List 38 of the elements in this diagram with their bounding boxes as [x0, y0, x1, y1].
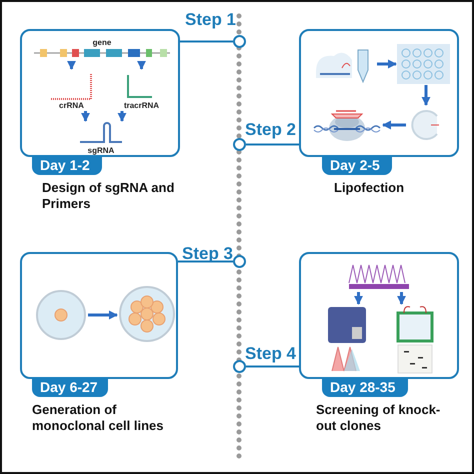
step-description: Screening of knock-out clones [316, 402, 442, 434]
step-description: Generation of monoclonal cell lines [32, 402, 164, 434]
step-panel [20, 252, 178, 379]
step-description: Design of sgRNA and Primers [42, 180, 176, 212]
picture-label: gene [92, 38, 112, 46]
day-range-tab: Day 28-35 [322, 377, 408, 397]
connector-line [246, 366, 299, 368]
day-range-tab: Day 1-2 [32, 155, 102, 175]
picture-label: tracrRNA [124, 100, 160, 110]
step-label: Step 2 [245, 120, 296, 140]
day-range-tab: Day 6-27 [32, 377, 108, 397]
step-label: Step 3 [182, 244, 234, 264]
arrow [81, 111, 90, 122]
arrow [377, 60, 397, 68]
timeline-marker [233, 35, 246, 48]
arrow [422, 85, 430, 106]
step-label: Step 1 [185, 10, 236, 30]
arrow [137, 60, 146, 70]
timeline-marker [233, 138, 246, 151]
arrow [397, 292, 406, 305]
arrow [67, 60, 76, 70]
connector-line [178, 260, 233, 262]
connector-line [180, 40, 233, 42]
arrow [118, 111, 126, 122]
picture-label: sgRNA [88, 146, 114, 154]
timeline-marker [233, 255, 246, 268]
step-panel [20, 29, 180, 157]
arrow [382, 120, 406, 130]
timeline-marker [233, 360, 246, 373]
day-range-tab: Day 2-5 [322, 155, 392, 175]
arrow [88, 310, 118, 320]
picture-label: crRNA [59, 100, 84, 110]
arrow [354, 292, 363, 305]
step-label: Step 4 [245, 344, 296, 364]
connector-line [246, 144, 299, 146]
step-description: Lipofection [334, 180, 406, 196]
step-panel [299, 252, 459, 379]
step-panel [299, 29, 459, 157]
